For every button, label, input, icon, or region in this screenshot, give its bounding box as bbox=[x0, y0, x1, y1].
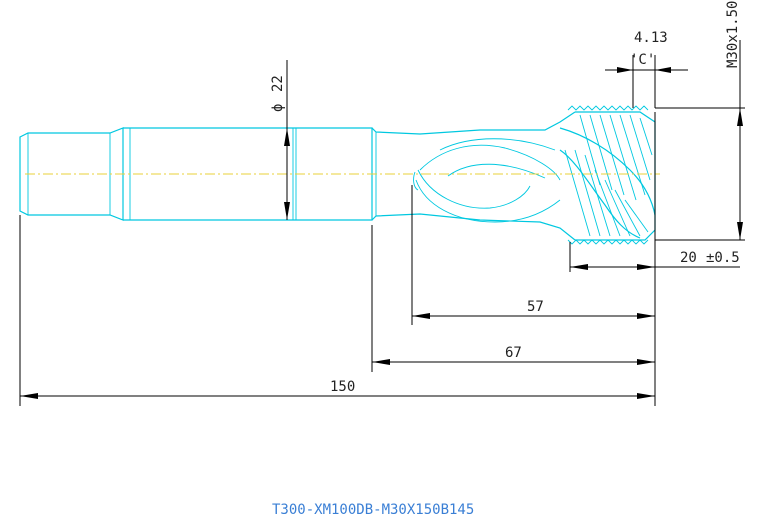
part-number: T300-XM100DB-M30X150B145 bbox=[272, 502, 474, 518]
flute-1 bbox=[419, 144, 561, 181]
thread-helix bbox=[559, 114, 656, 239]
shank-diameter-label: 22 bbox=[270, 75, 286, 92]
tool-outline bbox=[19, 105, 660, 245]
flute-length-label: 57 bbox=[527, 299, 544, 315]
thread-size-label: M30x1.50 bbox=[725, 1, 741, 68]
neck bbox=[371, 111, 576, 135]
dimension-lines bbox=[19, 40, 745, 406]
chamfer-label: 'C' bbox=[630, 52, 655, 68]
diameter-symbol: ϕ bbox=[270, 104, 286, 112]
thread-teeth bbox=[567, 105, 649, 245]
chamfer-value-label: 4.13 bbox=[634, 30, 668, 46]
overall-length-label: 150 bbox=[330, 379, 355, 395]
thread-tolerance-label: ±0.5 bbox=[706, 250, 740, 266]
dimension-labels: 150 67 57 20 ±0.5 'C' 4.13 ϕ 22 M30x1.50 bbox=[270, 1, 741, 395]
shank-end-square bbox=[19, 127, 124, 221]
thread-length-label: 20 bbox=[680, 250, 697, 266]
shank-to-tip-label: 67 bbox=[505, 345, 522, 361]
